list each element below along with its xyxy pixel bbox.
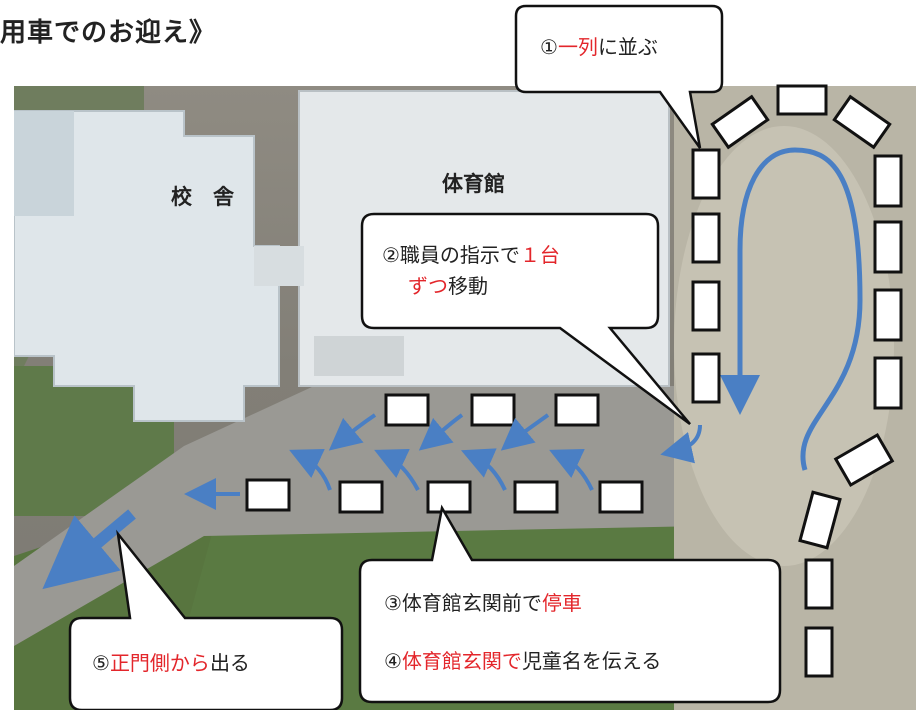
callout-4-highlight: 体育館玄関で <box>401 649 522 673</box>
car <box>338 480 384 514</box>
callout-3-text: ③体育館玄関前で停車 <box>384 588 582 619</box>
car <box>513 480 559 514</box>
callout-bubble-2 <box>360 212 691 426</box>
callout-5-rest: 出る <box>209 651 250 675</box>
car <box>873 220 903 274</box>
car <box>426 480 472 514</box>
car <box>798 490 842 550</box>
car <box>804 558 834 610</box>
callout-4-num: ④ <box>384 649 402 673</box>
callout-5-text: ⑤正門側から出る <box>92 648 250 679</box>
car <box>554 393 600 427</box>
callout-1-num: ① <box>540 35 558 59</box>
callout-bubble-3 <box>358 504 782 704</box>
callout-2-highlight-2: ずつ <box>408 274 448 298</box>
callout-2-rest: 移動 <box>448 274 488 298</box>
callout-2-line1: ②職員の指示で <box>382 243 520 267</box>
school-roof-shade <box>14 111 74 216</box>
queue-arrow <box>720 147 863 471</box>
callout-2-highlight-1: １台 <box>519 243 560 267</box>
move-arrow <box>328 413 377 451</box>
exit-arrow <box>42 509 136 590</box>
car <box>804 626 834 678</box>
car <box>776 84 828 116</box>
car <box>691 212 721 264</box>
callout-2-text: ②職員の指示で１台 ずつ移動 <box>382 240 560 302</box>
move-arrow <box>500 413 550 451</box>
car <box>245 478 291 512</box>
move-arrow <box>461 448 507 491</box>
page-title: 用車でのお迎え》 <box>0 18 217 48</box>
callout-4-rest: 児童名を伝える <box>521 649 662 673</box>
car <box>873 288 903 342</box>
car <box>832 94 892 150</box>
callout-3-highlight: 停車 <box>541 591 582 615</box>
school-label: 校 舎 <box>171 185 234 209</box>
callout-5-num: ⑤ <box>92 651 110 675</box>
move-arrow <box>549 448 594 491</box>
car <box>598 480 644 514</box>
gym-entrance <box>314 336 404 376</box>
callout-1-text: ①一列に並ぶ <box>540 32 658 63</box>
callout-3-main: ③体育館玄関前で <box>384 591 542 615</box>
car <box>384 393 430 427</box>
parking-lot <box>14 386 704 646</box>
car <box>691 148 721 200</box>
school-building <box>14 110 280 422</box>
car <box>470 393 516 427</box>
building-connector <box>254 246 304 286</box>
car <box>710 94 770 150</box>
callout-1-rest: に並ぶ <box>597 35 658 59</box>
car <box>691 280 721 332</box>
move-arrow <box>374 448 420 491</box>
move-arrow <box>418 413 464 451</box>
callout-bubble-5 <box>68 529 344 710</box>
callout-5-highlight: 正門側から <box>109 651 210 675</box>
callout-4-text: ④体育館玄関で児童名を伝える <box>384 646 661 677</box>
callout-bubble-1 <box>514 4 724 149</box>
gym-label: 体育館 <box>442 172 505 196</box>
car <box>873 154 903 208</box>
car <box>691 352 721 404</box>
car <box>833 432 895 488</box>
move-arrow <box>660 424 702 464</box>
move-arrow <box>289 448 332 491</box>
car <box>873 356 903 410</box>
callout-1-highlight: 一列 <box>557 35 598 59</box>
